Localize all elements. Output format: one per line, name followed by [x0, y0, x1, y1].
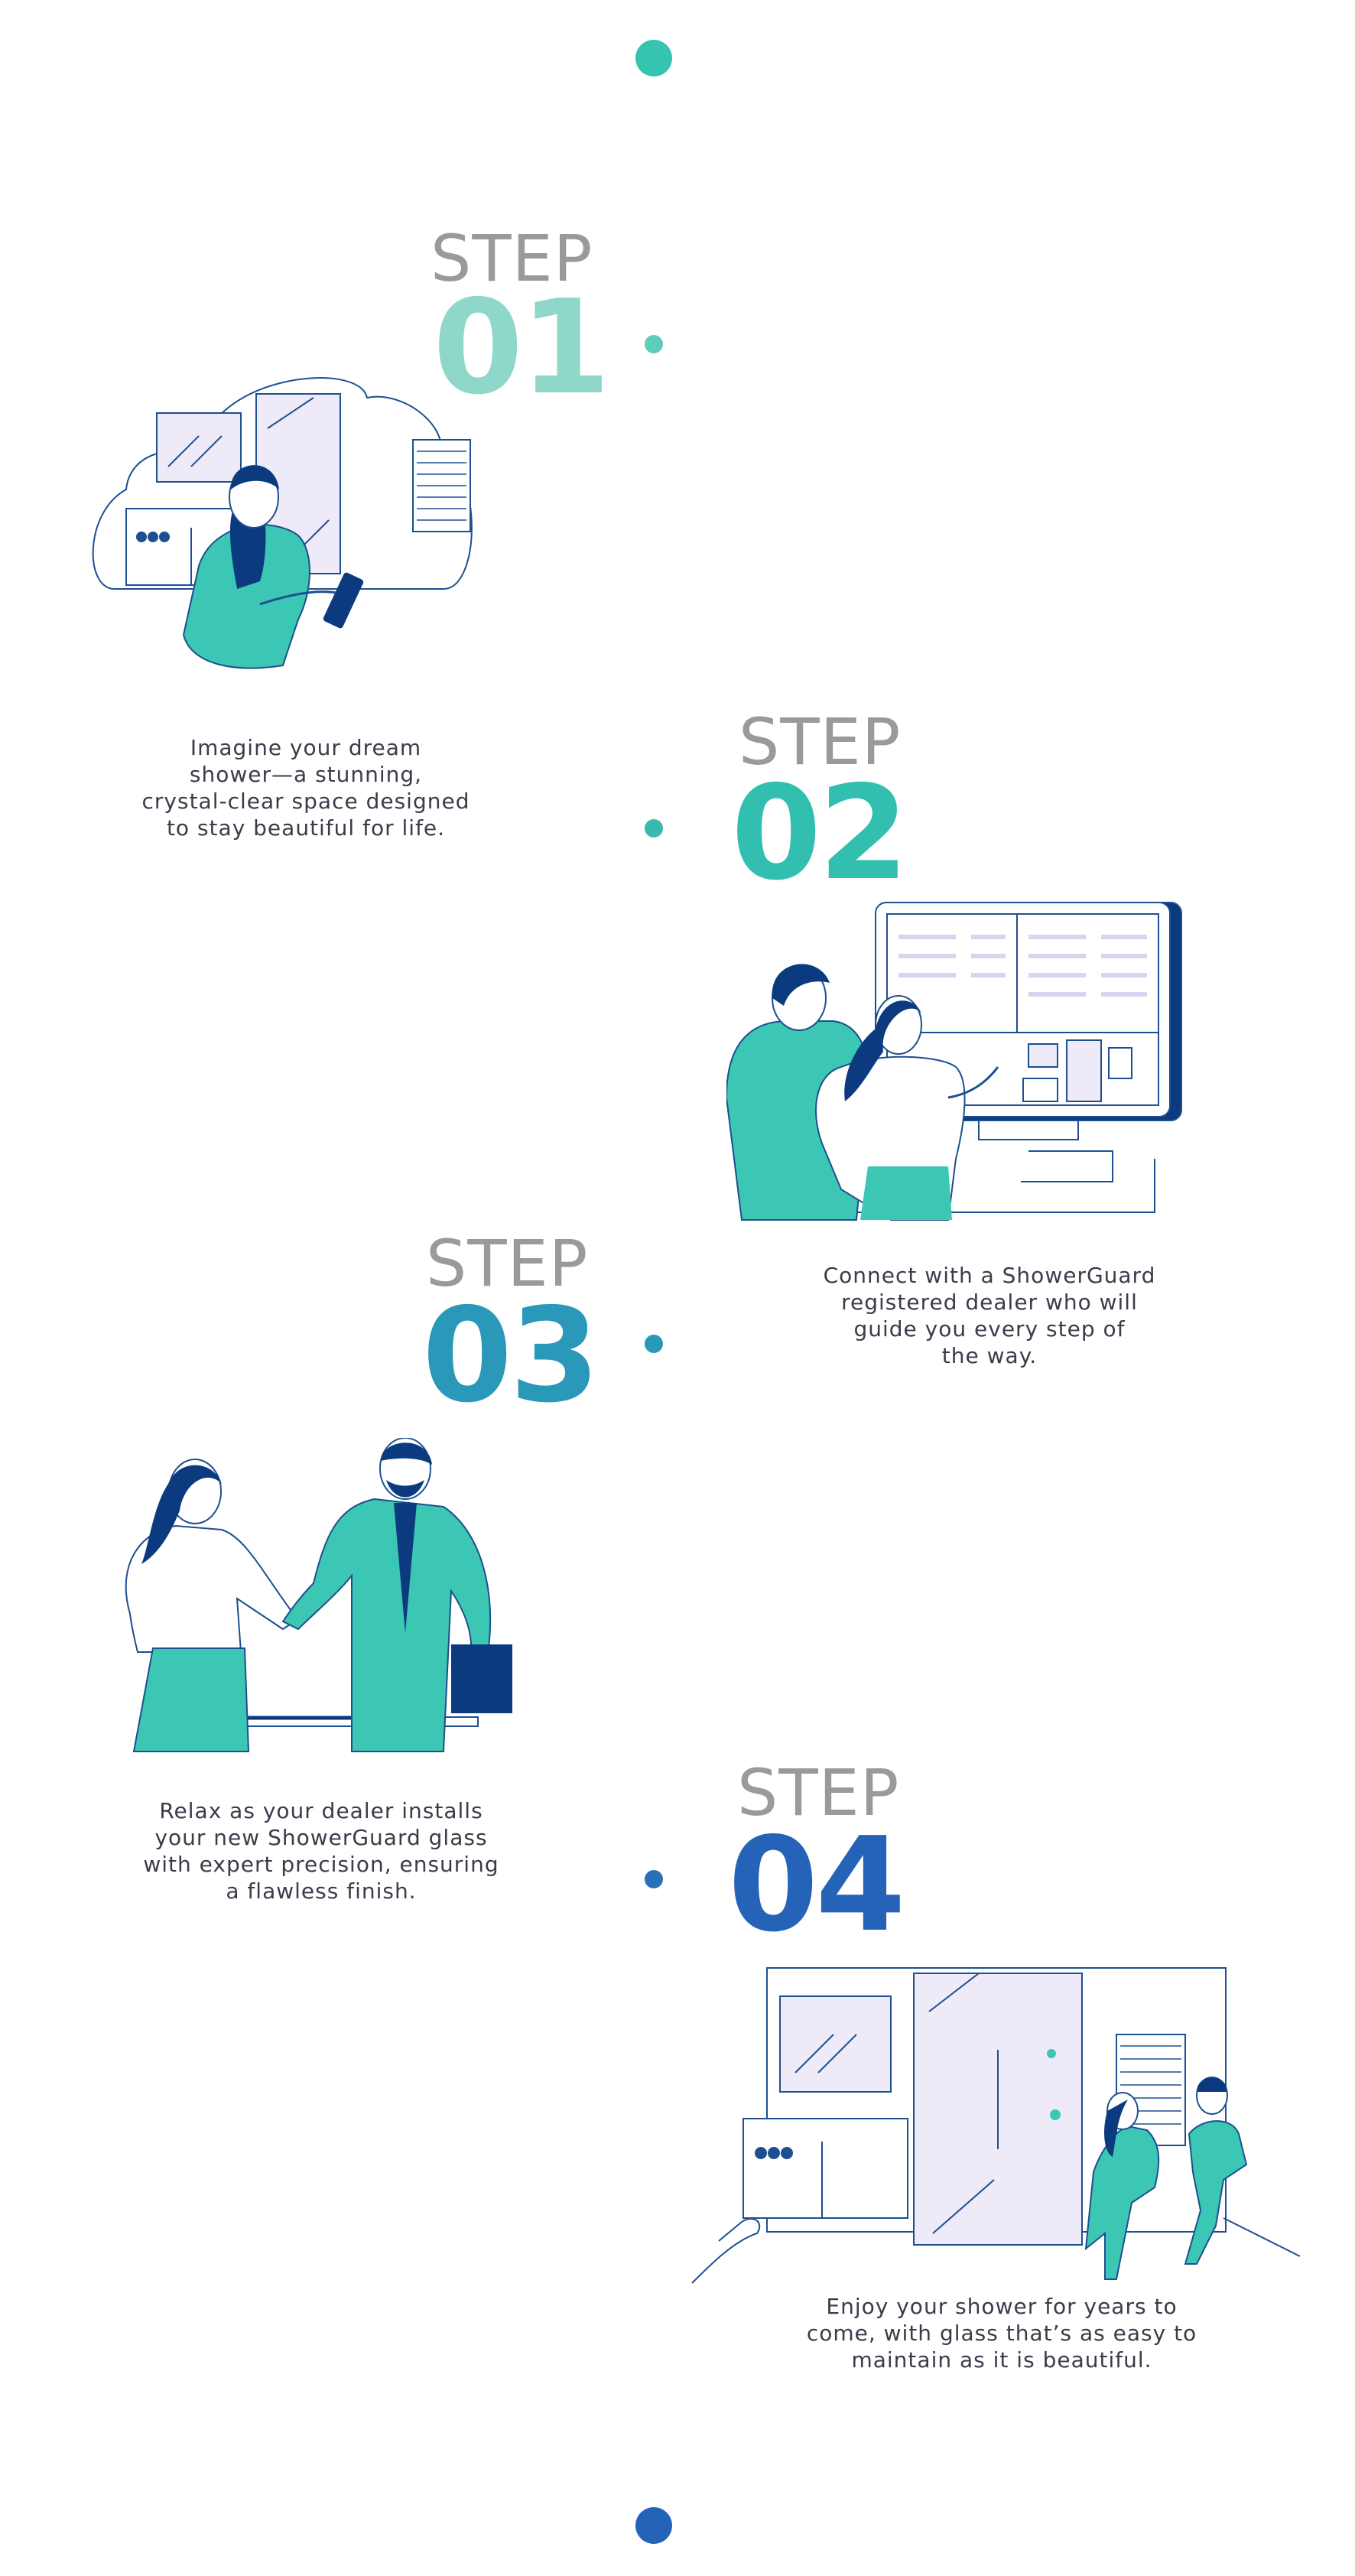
- step-3-text-line: your new ShowerGuard glass: [154, 1825, 488, 1850]
- step-1-text-line: Imagine your dream: [190, 735, 422, 760]
- step-4-label: STEP: [737, 1755, 900, 1830]
- timeline-dot-step-4: [645, 1870, 663, 1888]
- step-3-illustration: [125, 1438, 512, 1752]
- step-3-description: Relax as your dealer installs your new S…: [122, 1797, 520, 1904]
- step-2-text-line: Connect with a ShowerGuard: [823, 1263, 1156, 1288]
- step-2-text-line: the way.: [941, 1343, 1038, 1368]
- timeline-start-dot: [635, 40, 672, 76]
- step-2-text-line: guide you every step of: [853, 1316, 1126, 1342]
- step-1-label: STEP: [431, 221, 593, 296]
- step-2-illustration: [726, 902, 1182, 1221]
- step-2-description: Connect with a ShowerGuard registered de…: [791, 1262, 1188, 1369]
- step-2-number: 02: [731, 758, 909, 909]
- step-1-text-line: to stay beautiful for life.: [166, 815, 446, 841]
- step-4-text-line: come, with glass that’s as easy to: [806, 2321, 1197, 2346]
- step-1-text-line: shower—a stunning,: [189, 762, 423, 787]
- step-1-description: Imagine your dream shower—a stunning, cr…: [107, 734, 505, 841]
- timeline-dot-step-2: [645, 819, 663, 838]
- step-3-text-line: a flawless finish.: [226, 1878, 417, 1904]
- step-3-label: STEP: [426, 1226, 589, 1301]
- timeline-dot-step-1: [645, 335, 663, 353]
- step-4-illustration: [691, 1967, 1300, 2284]
- step-1-illustration: [92, 377, 473, 669]
- step-1-text-line: crystal-clear space designed: [141, 789, 470, 814]
- step-2-label: STEP: [739, 704, 902, 779]
- timeline-end-dot: [635, 2507, 672, 2544]
- timeline-dot-step-3: [645, 1335, 663, 1353]
- step-1-number: 01: [433, 272, 611, 424]
- step-4-text-line: Enjoy your shower for years to: [826, 2294, 1178, 2319]
- step-2-text-line: registered dealer who will: [841, 1290, 1138, 1315]
- step-3-text-line: Relax as your dealer installs: [159, 1798, 483, 1823]
- step-4-number: 04: [728, 1810, 906, 1961]
- step-3-number: 03: [422, 1280, 600, 1432]
- step-4-text-line: maintain as it is beautiful.: [851, 2347, 1152, 2373]
- step-3-text-line: with expert precision, ensuring: [143, 1852, 499, 1877]
- step-4-description: Enjoy your shower for years to come, wit…: [788, 2293, 1216, 2373]
